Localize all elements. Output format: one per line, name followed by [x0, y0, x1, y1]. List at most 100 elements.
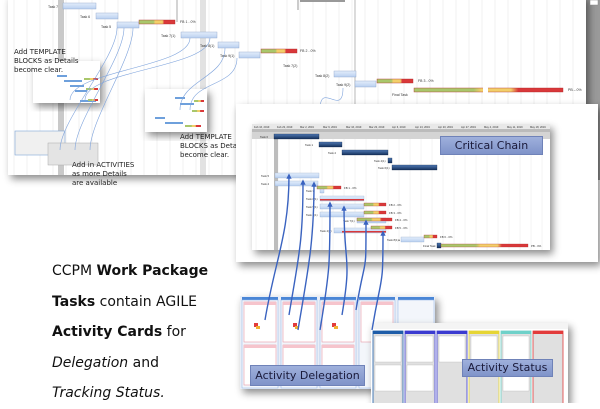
card-header	[244, 345, 276, 348]
column-header	[373, 331, 403, 334]
card-header	[244, 302, 276, 305]
buffer-label: FB 6 - 0%	[440, 235, 453, 239]
flag-icon	[254, 323, 258, 327]
note-activities: Add in ACTIVITIES as more Details are av…	[72, 161, 137, 187]
task-label: Task 4	[261, 182, 270, 186]
date-label: Apr 6, 2019	[392, 125, 406, 129]
text-italic: Delegation	[52, 354, 129, 371]
card-header	[283, 345, 315, 348]
buffer-label: FB 5 - 0%	[395, 226, 408, 230]
activity-card	[502, 335, 530, 363]
text-bold: Work Package	[96, 263, 209, 279]
date-label: Apr 27, 2019	[461, 125, 476, 129]
buffer-label: FB 4 - 0%	[395, 218, 408, 222]
connector-curve	[319, 87, 344, 111]
text-bold: Activity Cards	[52, 324, 163, 340]
connector-curve	[297, 182, 315, 331]
buffer-label: FB 1 - 0%	[180, 20, 196, 24]
column-header	[398, 297, 434, 300]
activity-card	[321, 301, 355, 343]
activity-thumbnail	[47, 142, 99, 166]
text: contain AGILE	[95, 293, 197, 310]
flag-icon	[293, 323, 297, 327]
date-label: Apr 20, 2019	[438, 125, 453, 129]
buffer-bar	[363, 202, 387, 207]
critical-task-bar	[273, 133, 320, 140]
connector-curve	[319, 202, 331, 331]
buffer-label: FB 1 - 0%	[344, 186, 357, 190]
task-label: Task 5	[261, 174, 270, 178]
connector-curve	[264, 174, 290, 321]
connector-curve	[288, 180, 304, 316]
task-label: Task 7(1)	[343, 219, 355, 223]
buffer-label: PB – 0%	[568, 88, 582, 92]
task-label: Task 5(1)	[306, 205, 318, 209]
text-italic: Tracking Status.	[52, 385, 165, 401]
note-template-blocks: Add TEMPLATE BLOCKS as Details become cl…	[14, 48, 81, 74]
connector-curve	[189, 57, 238, 111]
task-label: Task 7(2)	[283, 64, 297, 68]
task-label: Final Task	[392, 93, 408, 97]
card-header	[283, 302, 315, 305]
task-label: Task 3	[306, 189, 315, 193]
buffer-label: FB 3 - 0%	[389, 211, 402, 215]
buffer-bar	[440, 243, 529, 248]
activity-card	[243, 301, 277, 343]
date-label: Mar 2, 2019	[300, 125, 314, 129]
arrow-icon	[380, 230, 386, 236]
activity-card	[470, 335, 498, 363]
column-header	[281, 297, 317, 300]
column-header	[359, 297, 395, 300]
card-header	[322, 345, 354, 348]
buffer-bar	[356, 217, 393, 222]
column-header	[405, 331, 435, 334]
activity-card	[374, 335, 402, 363]
task-bar	[319, 203, 365, 210]
task-bar	[354, 80, 377, 88]
arrow-icon	[363, 219, 369, 225]
connector-curve	[59, 27, 118, 151]
task-label: Task 2	[328, 151, 337, 155]
activity-card	[406, 335, 434, 363]
critical-task-bar	[391, 164, 438, 171]
task-bar	[217, 41, 240, 49]
card-header	[322, 302, 354, 305]
critical-segment	[320, 199, 364, 201]
task-label: Task 6	[80, 15, 90, 19]
buffer-bar	[370, 225, 393, 230]
critical-task-bar	[341, 149, 389, 156]
task-bar	[180, 31, 218, 39]
activity-card	[374, 364, 402, 392]
week-column	[200, 0, 206, 175]
task-label: Task 4(1)	[374, 159, 386, 163]
task-label: Task 7(1)	[161, 34, 175, 38]
task-label: Task 8(2)	[315, 74, 329, 78]
task-label: Task 1	[305, 143, 314, 147]
task-bar	[95, 12, 119, 20]
critical-task-bar	[436, 242, 442, 249]
flag-icon	[295, 326, 299, 329]
task-label: Task 4(1)	[306, 213, 318, 217]
activity-card	[438, 335, 466, 363]
critical-task-bar	[387, 157, 393, 164]
task-label: Task 5	[101, 25, 111, 29]
task-label: Task 9(2)	[336, 83, 350, 87]
task-bar	[319, 211, 365, 218]
buffer-bar	[423, 234, 438, 239]
connector-curve	[89, 27, 134, 151]
task-bar	[238, 51, 261, 59]
column-header	[469, 331, 499, 334]
project-buffer-bar	[413, 87, 564, 93]
buffer-label: PB - 0%	[531, 244, 542, 248]
task-label: Task 8(1)a	[387, 238, 401, 242]
date-label: Mar 23, 2019	[369, 125, 385, 129]
task-bar	[319, 195, 365, 202]
connector-curve	[84, 37, 211, 101]
column-header	[533, 331, 563, 334]
date-label: May 4, 2019	[484, 125, 499, 129]
description-text: CCPM Work Package Tasks contain AGILE Ac…	[52, 256, 232, 409]
date-label: Feb 23, 2019	[277, 125, 293, 129]
column-header	[242, 297, 278, 300]
